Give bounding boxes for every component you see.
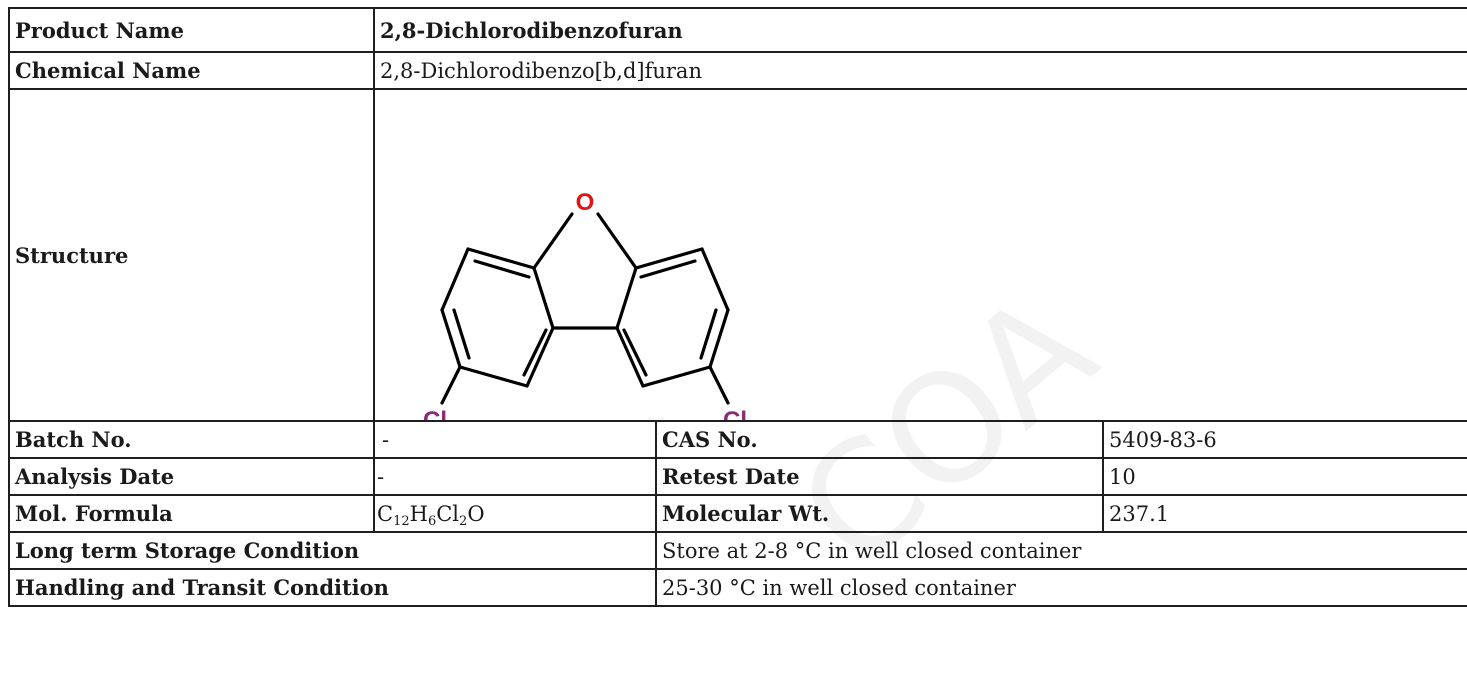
cas-no-label: CAS No. <box>655 420 1104 459</box>
cas-no-value: 5409-83-6 <box>1102 420 1467 459</box>
row-chemical-name: Chemical Name 2,8-Dichlorodibenzo[b,d]fu… <box>8 51 1467 90</box>
retest-date-label: Retest Date <box>655 457 1104 496</box>
chlorine-right-label: Cl <box>723 407 747 420</box>
molecule-bonds <box>440 212 730 405</box>
analysis-date-value: - <box>373 457 657 496</box>
storage-condition-label: Long term Storage Condition <box>8 531 657 570</box>
row-formula-weight: Mol. Formula C12H6Cl2O Molecular Wt. 237… <box>8 494 1467 533</box>
mol-formula-value: C12H6Cl2O <box>373 494 657 533</box>
product-name-label: Product Name <box>8 7 375 53</box>
structure-label: Structure <box>8 88 375 422</box>
chemical-name-value: 2,8-Dichlorodibenzo[b,d]furan <box>373 51 1467 90</box>
coa-table: Product Name 2,8-Dichlorodibenzofuran Ch… <box>8 7 1467 607</box>
row-dates: Analysis Date - Retest Date 10 <box>8 457 1467 496</box>
row-structure: Structure <box>8 88 1467 422</box>
structure-drawing: O Cl Cl <box>423 189 747 420</box>
formula-h-count: 6 <box>427 513 437 529</box>
row-storage: Long term Storage Condition Store at 2-8… <box>8 531 1467 570</box>
molecular-wt-label: Molecular Wt. <box>655 494 1104 533</box>
row-batch-cas: Batch No. - CAS No. 5409-83-6 <box>8 420 1467 459</box>
row-handling: Handling and Transit Condition 25-30 °C … <box>8 568 1467 607</box>
formula-cl-count: 2 <box>459 513 468 529</box>
storage-condition-value: Store at 2-8 °C in well closed container <box>655 531 1467 570</box>
handling-condition-label: Handling and Transit Condition <box>8 568 657 607</box>
formula-o: O <box>467 501 485 526</box>
analysis-date-label: Analysis Date <box>8 457 375 496</box>
batch-no-value: - <box>373 420 657 459</box>
molecular-wt-value: 237.1 <box>1102 494 1467 533</box>
oxygen-atom-label: O <box>576 189 595 216</box>
batch-no-label: Batch No. <box>8 420 375 459</box>
retest-date-value: 10 <box>1102 457 1467 496</box>
chlorine-left-label: Cl <box>423 407 447 420</box>
handling-condition-value: 25-30 °C in well closed container <box>655 568 1467 607</box>
formula-c: C <box>377 501 394 526</box>
formula-h: H <box>409 501 428 526</box>
mol-formula-label: Mol. Formula <box>8 494 375 533</box>
structure-cell: O Cl Cl <box>373 88 1467 422</box>
formula-cl: Cl <box>436 501 460 526</box>
chemical-name-label: Chemical Name <box>8 51 375 90</box>
row-product-name: Product Name 2,8-Dichlorodibenzofuran <box>8 7 1467 53</box>
product-name-value: 2,8-Dichlorodibenzofuran <box>373 7 1467 53</box>
formula-c-count: 12 <box>393 513 410 529</box>
